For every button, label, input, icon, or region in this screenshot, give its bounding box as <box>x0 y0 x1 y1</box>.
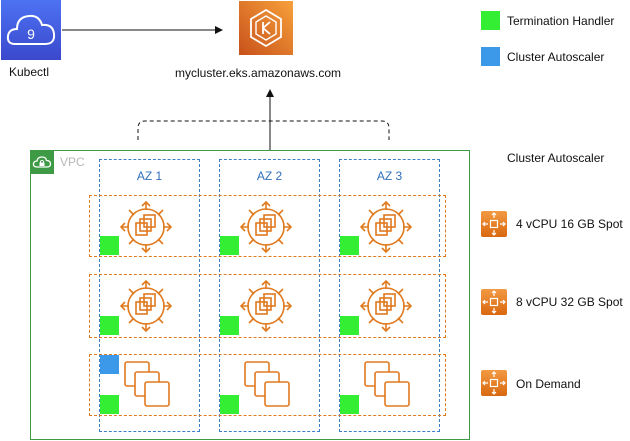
kubectl-node: 9 <box>1 0 61 60</box>
cluster-autoscaler-swatch <box>481 47 500 66</box>
cluster-autoscaler-heading: Cluster Autoscaler <box>507 151 605 165</box>
ec2-instance-icon <box>120 201 172 253</box>
node-group-row-1 <box>89 195 446 257</box>
termination-handler-marker <box>220 316 239 335</box>
az-3-label: AZ 3 <box>376 169 403 183</box>
termination-handler-marker <box>100 236 119 255</box>
az-2-label: AZ 2 <box>256 169 283 183</box>
node-group-row-2 <box>89 274 446 338</box>
az-3-box: AZ 3 <box>339 159 440 432</box>
termination-handler-marker <box>340 395 359 414</box>
ec2-instance-icon <box>360 280 412 332</box>
ec2-instance-icon <box>240 280 292 332</box>
node-group-row-3 <box>89 354 446 416</box>
vpc-cloud-lock-icon <box>30 150 54 174</box>
instances-icon <box>363 360 413 410</box>
node-group-3-label: On Demand <box>516 377 581 391</box>
termination-handler-marker <box>220 395 239 414</box>
cluster-autoscaler-label: Cluster Autoscaler <box>507 50 605 64</box>
az-bracket-dashed <box>137 120 390 140</box>
az-2-box: AZ 2 <box>219 159 320 432</box>
eks-node <box>239 1 293 55</box>
ec2-instance-icon <box>120 280 172 332</box>
cluster-autoscaler-marker <box>100 355 119 374</box>
auto-scaling-group-icon <box>481 370 507 396</box>
auto-scaling-group-icon <box>481 211 507 237</box>
az-1-box: AZ 1 <box>99 159 200 432</box>
az-1-label: AZ 1 <box>136 169 163 183</box>
kubectl-badge: 9 <box>27 26 35 42</box>
termination-handler-marker <box>100 395 119 414</box>
termination-handler-marker <box>340 236 359 255</box>
kubectl-label: Kubectl <box>9 65 50 79</box>
termination-handler-marker <box>340 316 359 335</box>
termination-handler-label: Termination Handler <box>507 14 615 28</box>
termination-handler-swatch <box>481 11 500 30</box>
vpc-box <box>30 150 470 440</box>
kubectl-cloud-icon: 9 <box>1 0 61 60</box>
auto-scaling-group-icon <box>481 289 507 315</box>
node-group-1-label: 4 vCPU 16 GB Spot <box>516 217 623 231</box>
instances-icon <box>243 360 293 410</box>
termination-handler-marker <box>220 236 239 255</box>
vpc-label: VPC <box>60 155 85 169</box>
ec2-instance-icon <box>360 201 412 253</box>
ec2-instance-icon <box>240 201 292 253</box>
instances-icon <box>123 360 173 410</box>
eks-icon <box>239 1 293 55</box>
termination-handler-marker <box>100 316 119 335</box>
node-group-2-label: 8 vCPU 32 GB Spot <box>516 295 623 309</box>
eks-label: mycluster.eks.amazonaws.com <box>175 66 342 80</box>
